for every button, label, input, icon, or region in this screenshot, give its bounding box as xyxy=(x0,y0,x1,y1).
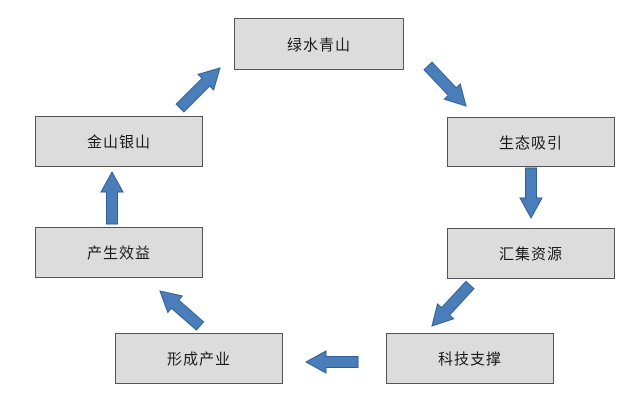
node-generate-benefits: 产生效益 xyxy=(35,227,203,278)
arrow-n7-to-n1 xyxy=(175,67,221,113)
arrow-n5-to-n6 xyxy=(159,290,205,331)
node-green-mountains: 绿水青山 xyxy=(234,18,404,70)
node-gather-resources: 汇集资源 xyxy=(447,228,615,279)
arrow-n3-to-n4 xyxy=(431,280,475,327)
node-form-industry: 形成产业 xyxy=(115,333,283,384)
node-tech-support: 科技支撑 xyxy=(386,333,554,384)
arrow-n4-to-n5 xyxy=(304,350,359,374)
arrow-n6-to-n7 xyxy=(100,170,124,225)
arrow-n1-to-n2 xyxy=(423,61,467,107)
node-gold-mountains: 金山银山 xyxy=(35,116,203,167)
arrow-n2-to-n3 xyxy=(519,167,543,220)
node-ecological-attraction: 生态吸引 xyxy=(447,117,615,167)
